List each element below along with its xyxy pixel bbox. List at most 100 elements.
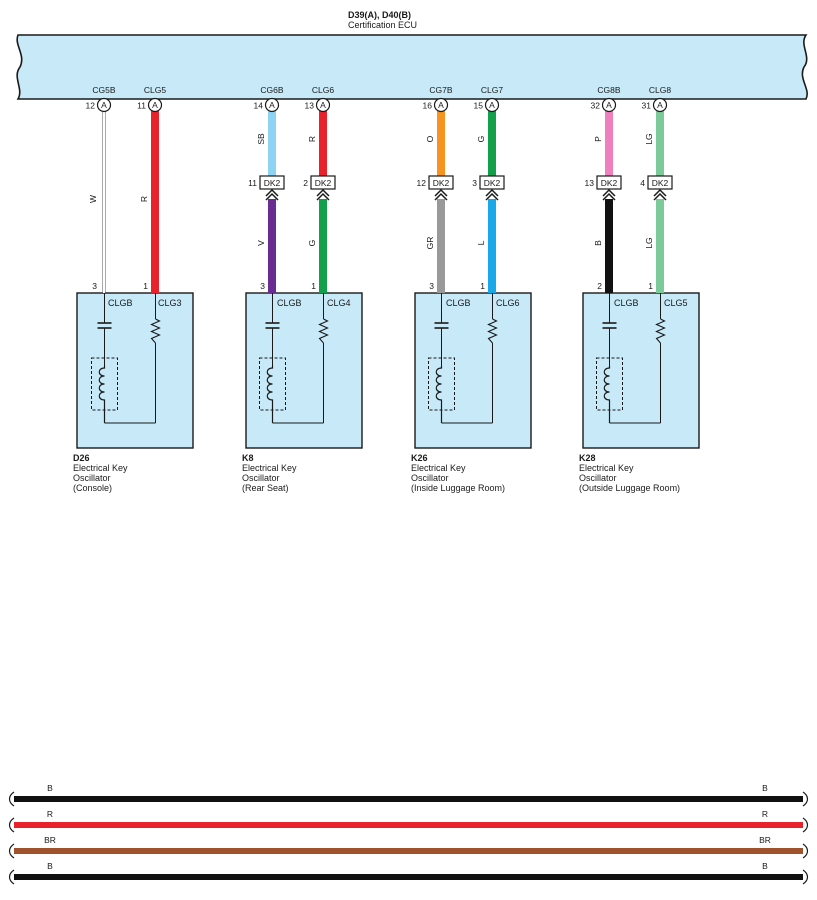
- oscillator-desc: Oscillator: [411, 473, 449, 483]
- resistor-icon: [487, 318, 498, 344]
- wire-color-label: W: [88, 195, 98, 203]
- bottom-wire-label-left: B: [47, 861, 53, 871]
- oscillator-location: (Console): [73, 483, 112, 493]
- oscillator-box: [76, 292, 194, 449]
- wire-color-label: G: [307, 240, 317, 247]
- osc-pin-number: 1: [648, 281, 653, 291]
- osc-terminal-label: CLG4: [327, 298, 351, 308]
- oscillator-location: (Rear Seat): [242, 483, 289, 493]
- ecu-connector-circle: [601, 97, 617, 113]
- junction-connector-box: [259, 175, 285, 190]
- junction-chevron-icon: [316, 192, 330, 201]
- ecu-pin-number: 14: [254, 101, 264, 111]
- wire-color-label: LG: [644, 133, 654, 144]
- junction-pin: 11: [248, 178, 257, 188]
- ecu-signal-label: CLG6: [312, 85, 334, 95]
- resistor-icon: [655, 318, 666, 344]
- junction-label: DK2: [264, 178, 281, 188]
- ecu-pin-number: 11: [137, 101, 146, 111]
- ecu-signal-label: CG5B: [92, 85, 115, 95]
- bottom-wire-label-left: B: [47, 783, 53, 793]
- wire-break-icon: [8, 817, 15, 833]
- junction-label: DK2: [315, 178, 332, 188]
- junction-chevron-icon: [485, 188, 499, 197]
- resistor-icon: [150, 318, 161, 344]
- ecu-connector-circle: [96, 97, 112, 113]
- ecu-pin-number: 15: [474, 101, 484, 111]
- coil-icon: [98, 366, 106, 423]
- osc-terminal-label: CLG5: [664, 298, 688, 308]
- junction-chevron-icon: [602, 192, 616, 201]
- circuit-k28: [582, 292, 700, 449]
- resistor-icon: [318, 318, 329, 344]
- osc-terminal-label: CLGB: [108, 298, 133, 308]
- wire-color-label: GR: [425, 237, 435, 250]
- ecu-connector-letter: A: [101, 100, 107, 110]
- oscillator-code: K26: [411, 453, 428, 463]
- osc-pin-number: 3: [429, 281, 434, 291]
- oscillator-desc: Oscillator: [73, 473, 111, 483]
- wire-color-label: SB: [256, 133, 266, 145]
- junction-chevron-icon: [265, 188, 279, 197]
- oscillator-location: (Outside Luggage Room): [579, 483, 680, 493]
- ecu-connector-circle: [315, 97, 331, 113]
- osc-pin-number: 3: [260, 281, 265, 291]
- junction-connector-box: [647, 175, 673, 190]
- junction-label: DK2: [652, 178, 669, 188]
- junction-pin: 3: [472, 178, 477, 188]
- wire-break-icon: [802, 817, 809, 833]
- circuit-k26: [414, 292, 532, 449]
- wire-color-label: L: [476, 240, 486, 245]
- ecu-connector-letter: A: [657, 100, 663, 110]
- osc-terminal-label: CLGB: [614, 298, 639, 308]
- circuit-k8: [245, 292, 363, 449]
- junction-pin: 12: [417, 178, 427, 188]
- bottom-wire-label-left: R: [47, 809, 53, 819]
- junction-chevron-icon: [434, 192, 448, 201]
- ecu-pin-number: 32: [591, 101, 601, 111]
- coil-icon: [435, 366, 443, 423]
- ecu-signal-label: CLG7: [481, 85, 503, 95]
- osc-pin-number: 2: [597, 281, 602, 291]
- wire-break-icon: [8, 791, 15, 807]
- ecu-connector-letter: A: [438, 100, 444, 110]
- wire-color-label: P: [593, 136, 603, 142]
- junction-connector-box: [479, 175, 505, 190]
- wire-color-label: R: [139, 196, 149, 202]
- junction-chevron-icon: [265, 192, 279, 201]
- oscillator-desc: Electrical Key: [411, 463, 466, 473]
- ecu-connector-circle: [264, 97, 280, 113]
- ecu-block: [16, 34, 808, 100]
- wire-break-icon: [802, 791, 809, 807]
- oscillator-desc: Oscillator: [242, 473, 280, 483]
- ecu-pin-number: 13: [305, 101, 315, 111]
- wire-break-icon: [802, 843, 809, 859]
- coil-icon: [266, 366, 274, 423]
- junction-chevron-icon: [434, 188, 448, 197]
- bottom-wire-label-right: B: [762, 861, 768, 871]
- wire-color-label: G: [476, 136, 486, 143]
- bottom-wire-label-left: BR: [44, 835, 56, 845]
- ecu-connector-circle: [433, 97, 449, 113]
- ecu-connectors: D39(A), D40(B): [348, 10, 411, 20]
- oscillator-code: D26: [73, 453, 90, 463]
- oscillator-box: [245, 292, 363, 449]
- osc-terminal-label: CLGB: [446, 298, 471, 308]
- ecu-signal-label: CLG5: [144, 85, 166, 95]
- ecu-connector-letter: A: [606, 100, 612, 110]
- junction-chevron-icon: [602, 188, 616, 197]
- junction-chevron-icon: [653, 192, 667, 201]
- osc-pin-number: 1: [311, 281, 316, 291]
- osc-pin-number: 3: [92, 281, 97, 291]
- ecu-pin-number: 31: [642, 101, 652, 111]
- wire-break-icon: [802, 869, 809, 885]
- bottom-wire-label-right: BR: [759, 835, 771, 845]
- wire-color-label: O: [425, 135, 435, 142]
- osc-pin-number: 1: [143, 281, 148, 291]
- junction-label: DK2: [601, 178, 618, 188]
- wire-color-label: LG: [644, 237, 654, 248]
- circuit-d26: [76, 292, 194, 449]
- osc-terminal-label: CLGB: [277, 298, 302, 308]
- junction-pin: 2: [303, 178, 308, 188]
- junction-label: DK2: [433, 178, 450, 188]
